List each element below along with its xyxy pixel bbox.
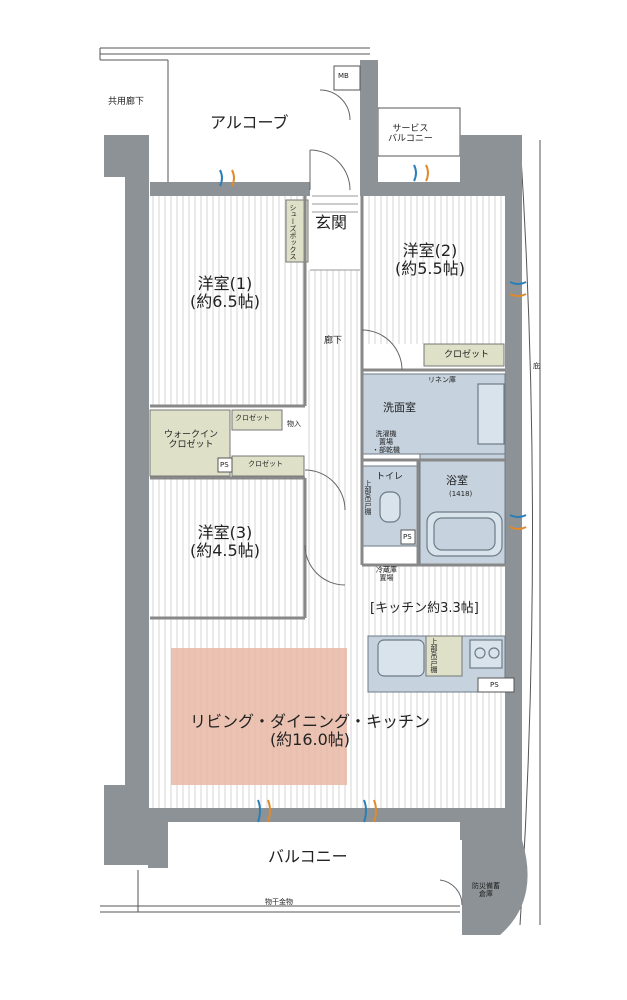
corridor-label: 廊下	[324, 336, 343, 346]
ps-label-3: PS	[490, 681, 499, 689]
walls	[104, 60, 528, 935]
ps-boxes	[217, 65, 515, 693]
fridge-label: 冷蔵庫 置場	[376, 566, 397, 583]
western-room-2-size: (約5.5帖)	[395, 259, 465, 279]
entrance-steps	[310, 195, 360, 271]
disaster-storage-label: 防災備蓄 倉庫	[472, 882, 500, 899]
vent-markers	[219, 164, 527, 823]
alcove-label: アルコーブ	[210, 113, 289, 132]
western-room-1-label: 洋室(1) (約6.5帖)	[190, 274, 260, 312]
closet-3-label: クロゼット	[248, 460, 283, 468]
western-room-3-size: (約4.5帖)	[190, 541, 260, 561]
ps-label-2: PS	[403, 533, 412, 541]
western-room-2-name: 洋室(2)	[402, 241, 458, 260]
western-room-1-name: 洋室(1)	[197, 274, 253, 293]
bath-label: 浴室	[446, 474, 468, 487]
shoes-box-label: シューズボックス	[289, 204, 298, 260]
western-room-1-size: (約6.5帖)	[190, 292, 260, 312]
ldk-label: リビング・ダイニング・キッチン (約16.0帖)	[190, 712, 431, 750]
ldk-highlight	[171, 648, 347, 785]
kitchen-label: [キッチン約3.3帖]	[370, 601, 479, 616]
mb-label: MB	[338, 72, 349, 80]
closet-2-label: クロゼット	[444, 350, 490, 360]
ldk-size: (約16.0帖)	[269, 730, 351, 750]
western-room-3-label: 洋室(3) (約4.5帖)	[190, 523, 260, 561]
closets	[149, 199, 505, 677]
walkin-closet-label: ウォークイン クロゼット	[164, 430, 219, 451]
ps-label-1: PS	[220, 461, 229, 469]
western-room-3-name: 洋室(3)	[197, 523, 253, 542]
storage-label: 物入	[287, 420, 301, 428]
interior-walls	[150, 196, 505, 620]
entrance-label: 玄関	[315, 213, 348, 232]
service-balcony-label: サービス バルコニー	[388, 124, 433, 145]
toilet-label: トイレ	[376, 472, 404, 482]
balcony-label: バルコニー	[268, 847, 348, 866]
ldk-name: リビング・ダイニング・キッチン	[190, 712, 431, 731]
toilet-cabinet-label: 上部吊戸棚	[364, 480, 373, 515]
fixtures	[377, 383, 505, 677]
kitchen-cabinet-label: 上部吊戸棚	[430, 638, 439, 673]
linen-label: リネン庫	[428, 376, 456, 384]
laundry-label: 洗濯機 置場 ・部乾機	[372, 430, 400, 455]
doors	[304, 89, 463, 906]
western-room-2-label: 洋室(2) (約5.5帖)	[395, 241, 465, 279]
garden-label: 庇	[533, 362, 540, 370]
bath-size-label: (1418)	[449, 490, 473, 498]
closet-1-label: クロゼット	[235, 414, 270, 422]
laundry-pole-label: 物干金物	[265, 898, 293, 906]
washroom-label: 洗面室	[383, 401, 416, 414]
shared-corridor-label: 共用廊下	[108, 97, 145, 107]
